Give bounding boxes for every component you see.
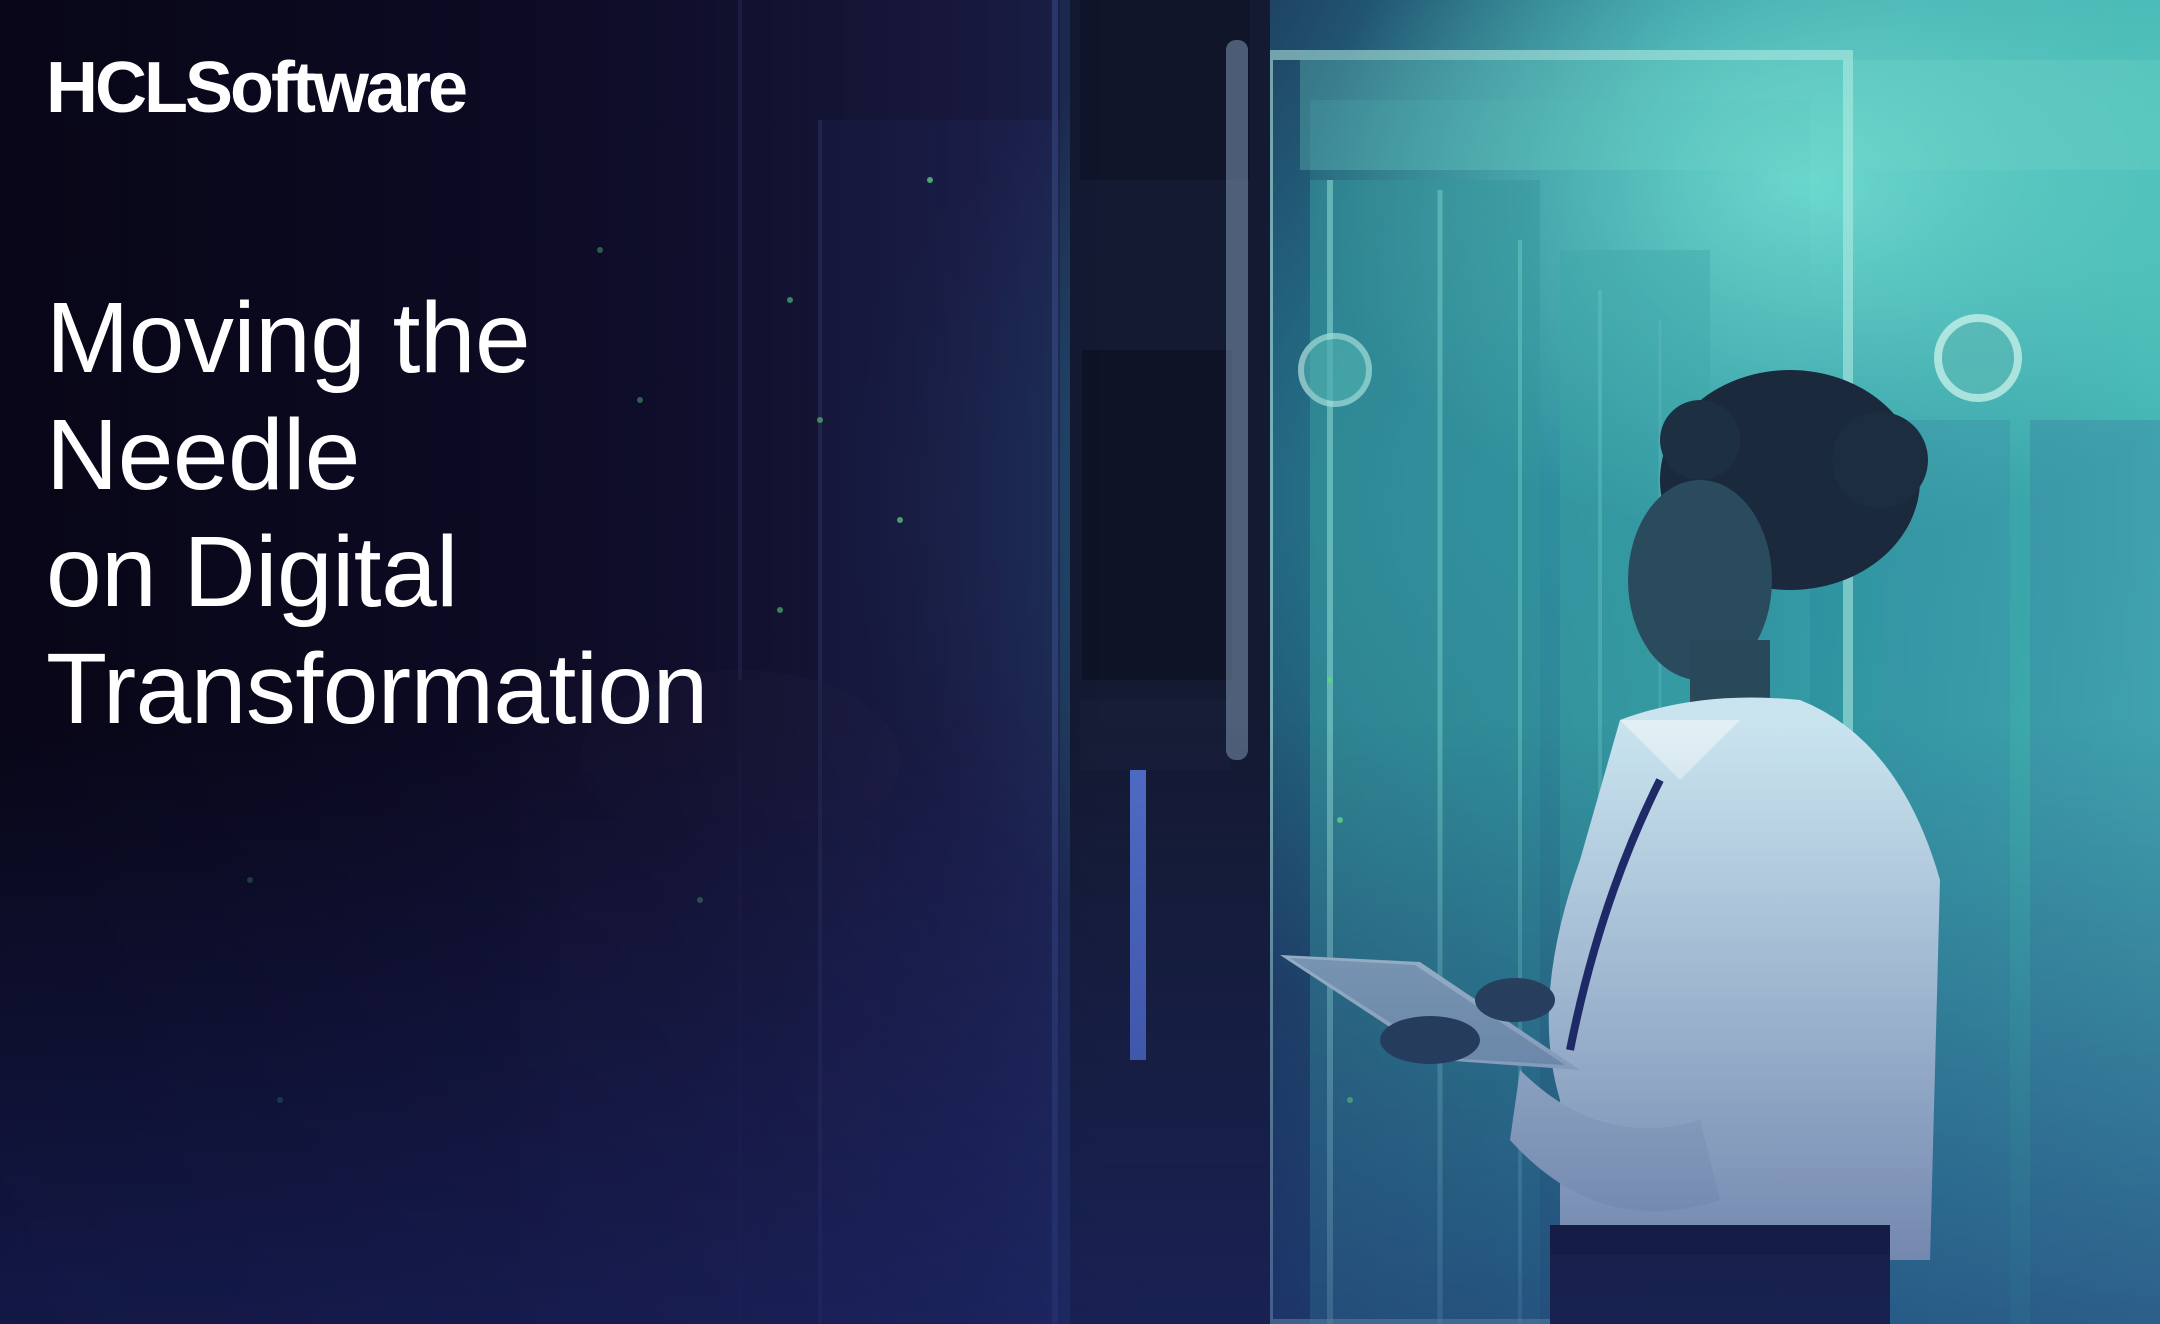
headline-line-1: Moving the [46,282,531,394]
bottom-gradient-overlay [0,724,2160,1324]
headline-line-4: Transformation [46,633,708,745]
headline: Moving the Needle on Digital Transformat… [46,280,708,748]
headline-line-2: Needle [46,399,360,511]
headline-line-3: on Digital [46,516,458,628]
hcl-software-logo[interactable]: HCLSoftware [46,48,468,128]
